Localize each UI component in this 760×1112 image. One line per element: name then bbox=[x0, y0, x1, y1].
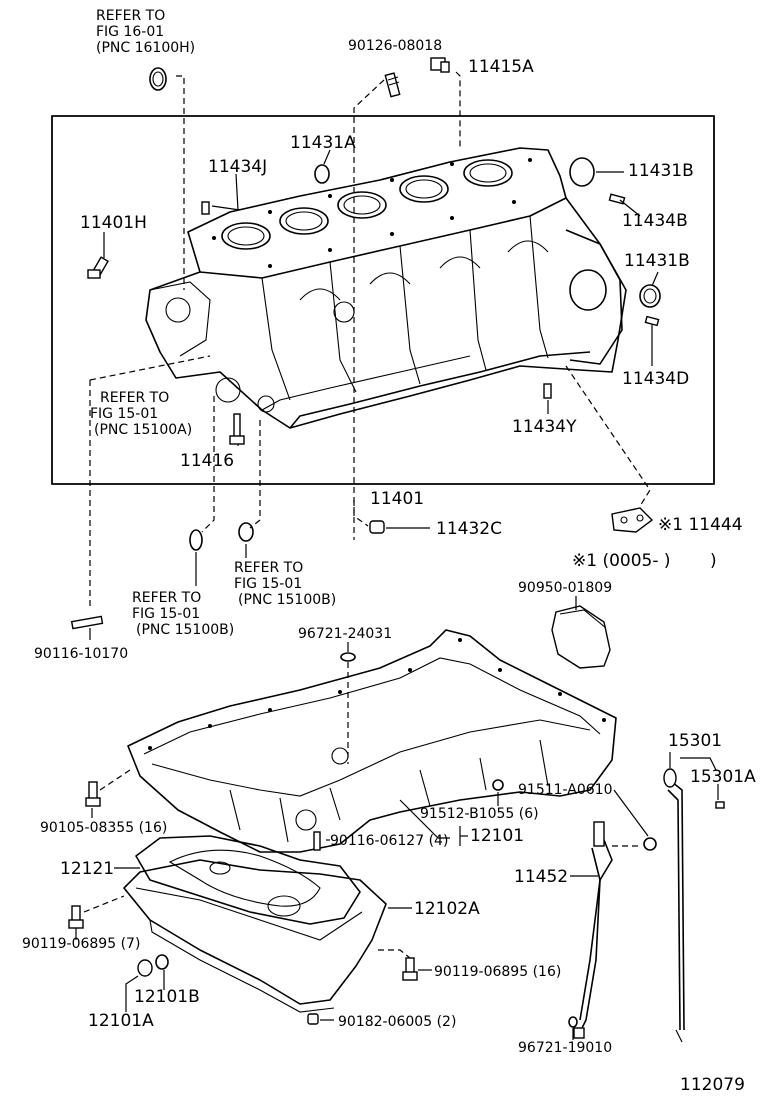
plug-11415a bbox=[430, 57, 450, 73]
stud-90116-10170 bbox=[70, 615, 104, 630]
stud-90126 bbox=[384, 72, 401, 98]
refer-note-15100b-left: REFER TO FIG 15-01 (PNC 15100B) bbox=[132, 590, 234, 638]
bolt-90119-left bbox=[68, 905, 84, 929]
label-96721-24031: 96721-24031 bbox=[298, 626, 392, 642]
refer-15100b-right-line3: (PNC 15100B) bbox=[238, 592, 336, 608]
label-12102a: 12102A bbox=[414, 899, 480, 919]
label-90126-08018: 90126-08018 bbox=[348, 38, 442, 54]
pin-11434y bbox=[543, 383, 552, 399]
pin-11434j bbox=[201, 201, 210, 215]
label-91512-b1055: 91512-B1055 (6) bbox=[420, 806, 539, 822]
note-0005-close-paren: ) bbox=[710, 551, 717, 571]
label-90182-06005: 90182-06005 (2) bbox=[338, 1014, 456, 1030]
label-11452: 11452 bbox=[514, 867, 568, 887]
cup-plug-11431b-top bbox=[569, 157, 595, 187]
refer-note-15100b-right: REFER TO FIG 15-01 (PNC 15100B) bbox=[234, 560, 336, 608]
label-11444: ※1 11444 bbox=[658, 515, 743, 535]
label-12101: 12101 bbox=[470, 826, 524, 846]
refer-15100b-left-line1: REFER TO bbox=[132, 590, 201, 606]
label-11401-block: 11401 bbox=[370, 489, 424, 509]
leader-lines bbox=[75, 71, 719, 1040]
refer-15100a-line3: (PNC 15100A) bbox=[94, 422, 192, 438]
bolt-11401h bbox=[87, 256, 109, 279]
dipstick-15301 bbox=[663, 768, 685, 1043]
label-11434d: 11434D bbox=[622, 369, 689, 389]
o-ring-15100b-right bbox=[238, 522, 254, 542]
plug-90182 bbox=[307, 1013, 319, 1025]
label-12121: 12121 bbox=[60, 859, 114, 879]
o-ring-top bbox=[149, 67, 167, 91]
refer-16100h-line3: (PNC 16100H) bbox=[96, 40, 195, 56]
cup-plug-11431b-mid bbox=[639, 284, 661, 308]
washer-91512 bbox=[492, 779, 504, 791]
block-frame bbox=[51, 115, 715, 485]
label-11434j: 11434J bbox=[208, 157, 267, 177]
oil-pan-upper-drawing bbox=[127, 629, 617, 853]
pin-11434d bbox=[644, 315, 660, 327]
plug-11431a bbox=[314, 164, 330, 184]
label-90119-06895-16: 90119-06895 (16) bbox=[434, 964, 561, 980]
gasket-12101b bbox=[155, 954, 169, 970]
refer-15100b-right-line2: FIG 15-01 bbox=[234, 576, 302, 592]
label-15301a: 15301A bbox=[690, 767, 756, 787]
label-11431b-top: 11431B bbox=[628, 161, 694, 181]
dipstick-guide-11452 bbox=[573, 821, 613, 1039]
stud-90116-06127 bbox=[313, 831, 321, 851]
label-90116-06127: 90116-06127 (4) bbox=[330, 833, 448, 849]
o-ring-96721-19010 bbox=[568, 1016, 578, 1028]
label-11401h: 11401H bbox=[80, 213, 147, 233]
refer-15100b-left-line2: FIG 15-01 bbox=[132, 606, 200, 622]
refer-16100h-line2: FIG 16-01 bbox=[96, 24, 164, 40]
cylinder-block-drawing bbox=[145, 147, 627, 429]
oil-pan-lower-drawing bbox=[123, 835, 387, 1013]
label-96721-19010: 96721-19010 bbox=[518, 1040, 612, 1056]
figure-number: 112079 bbox=[680, 1075, 745, 1095]
label-90105-08355: 90105-08355 (16) bbox=[40, 820, 167, 836]
bolt-11416 bbox=[229, 413, 245, 445]
label-11432c: 11432C bbox=[436, 519, 502, 539]
refer-15100b-left-line3: (PNC 15100B) bbox=[136, 622, 234, 638]
refer-15100a-line1: REFER TO bbox=[100, 390, 169, 406]
label-11415a: 11415A bbox=[468, 57, 534, 77]
label-11416: 11416 bbox=[180, 451, 234, 471]
label-11434y: 11434Y bbox=[512, 417, 577, 437]
o-ring-15100b-left bbox=[189, 529, 203, 551]
gasket-96721-24031 bbox=[340, 652, 356, 662]
washer-91511 bbox=[643, 837, 657, 851]
label-90119-06895-7: 90119-06895 (7) bbox=[22, 936, 140, 952]
bracket-11444 bbox=[611, 507, 654, 533]
plug-11432c bbox=[369, 520, 385, 534]
refer-15100b-right-line1: REFER TO bbox=[234, 560, 303, 576]
drain-plug-12101a bbox=[137, 959, 153, 977]
label-15301: 15301 bbox=[668, 731, 722, 751]
label-11434b: 11434B bbox=[622, 211, 688, 231]
refer-16100h-line1: REFER TO bbox=[96, 8, 165, 24]
refer-note-15100a: REFER TO FIG 15-01 (PNC 15100A) bbox=[90, 390, 192, 438]
label-11431b-mid: 11431B bbox=[624, 251, 690, 271]
refer-15100a-line2: FIG 15-01 bbox=[90, 406, 158, 422]
bolt-90105 bbox=[85, 781, 101, 807]
label-90950-01809: 90950-01809 bbox=[518, 580, 612, 596]
label-12101b: 12101B bbox=[134, 987, 200, 1007]
clip-15301a bbox=[715, 801, 725, 809]
label-12101a: 12101A bbox=[88, 1011, 154, 1031]
label-11431a: 11431A bbox=[290, 133, 356, 153]
note-0005: ※1 (0005- ) bbox=[572, 551, 671, 571]
plug-90950-01809 bbox=[551, 605, 611, 669]
label-91511-a0610: 91511-A0610 bbox=[518, 782, 613, 798]
refer-note-16100h: REFER TO FIG 16-01 (PNC 16100H) bbox=[96, 8, 195, 56]
label-90116-10170: 90116-10170 bbox=[34, 646, 128, 662]
bolt-90119-right bbox=[402, 957, 418, 981]
